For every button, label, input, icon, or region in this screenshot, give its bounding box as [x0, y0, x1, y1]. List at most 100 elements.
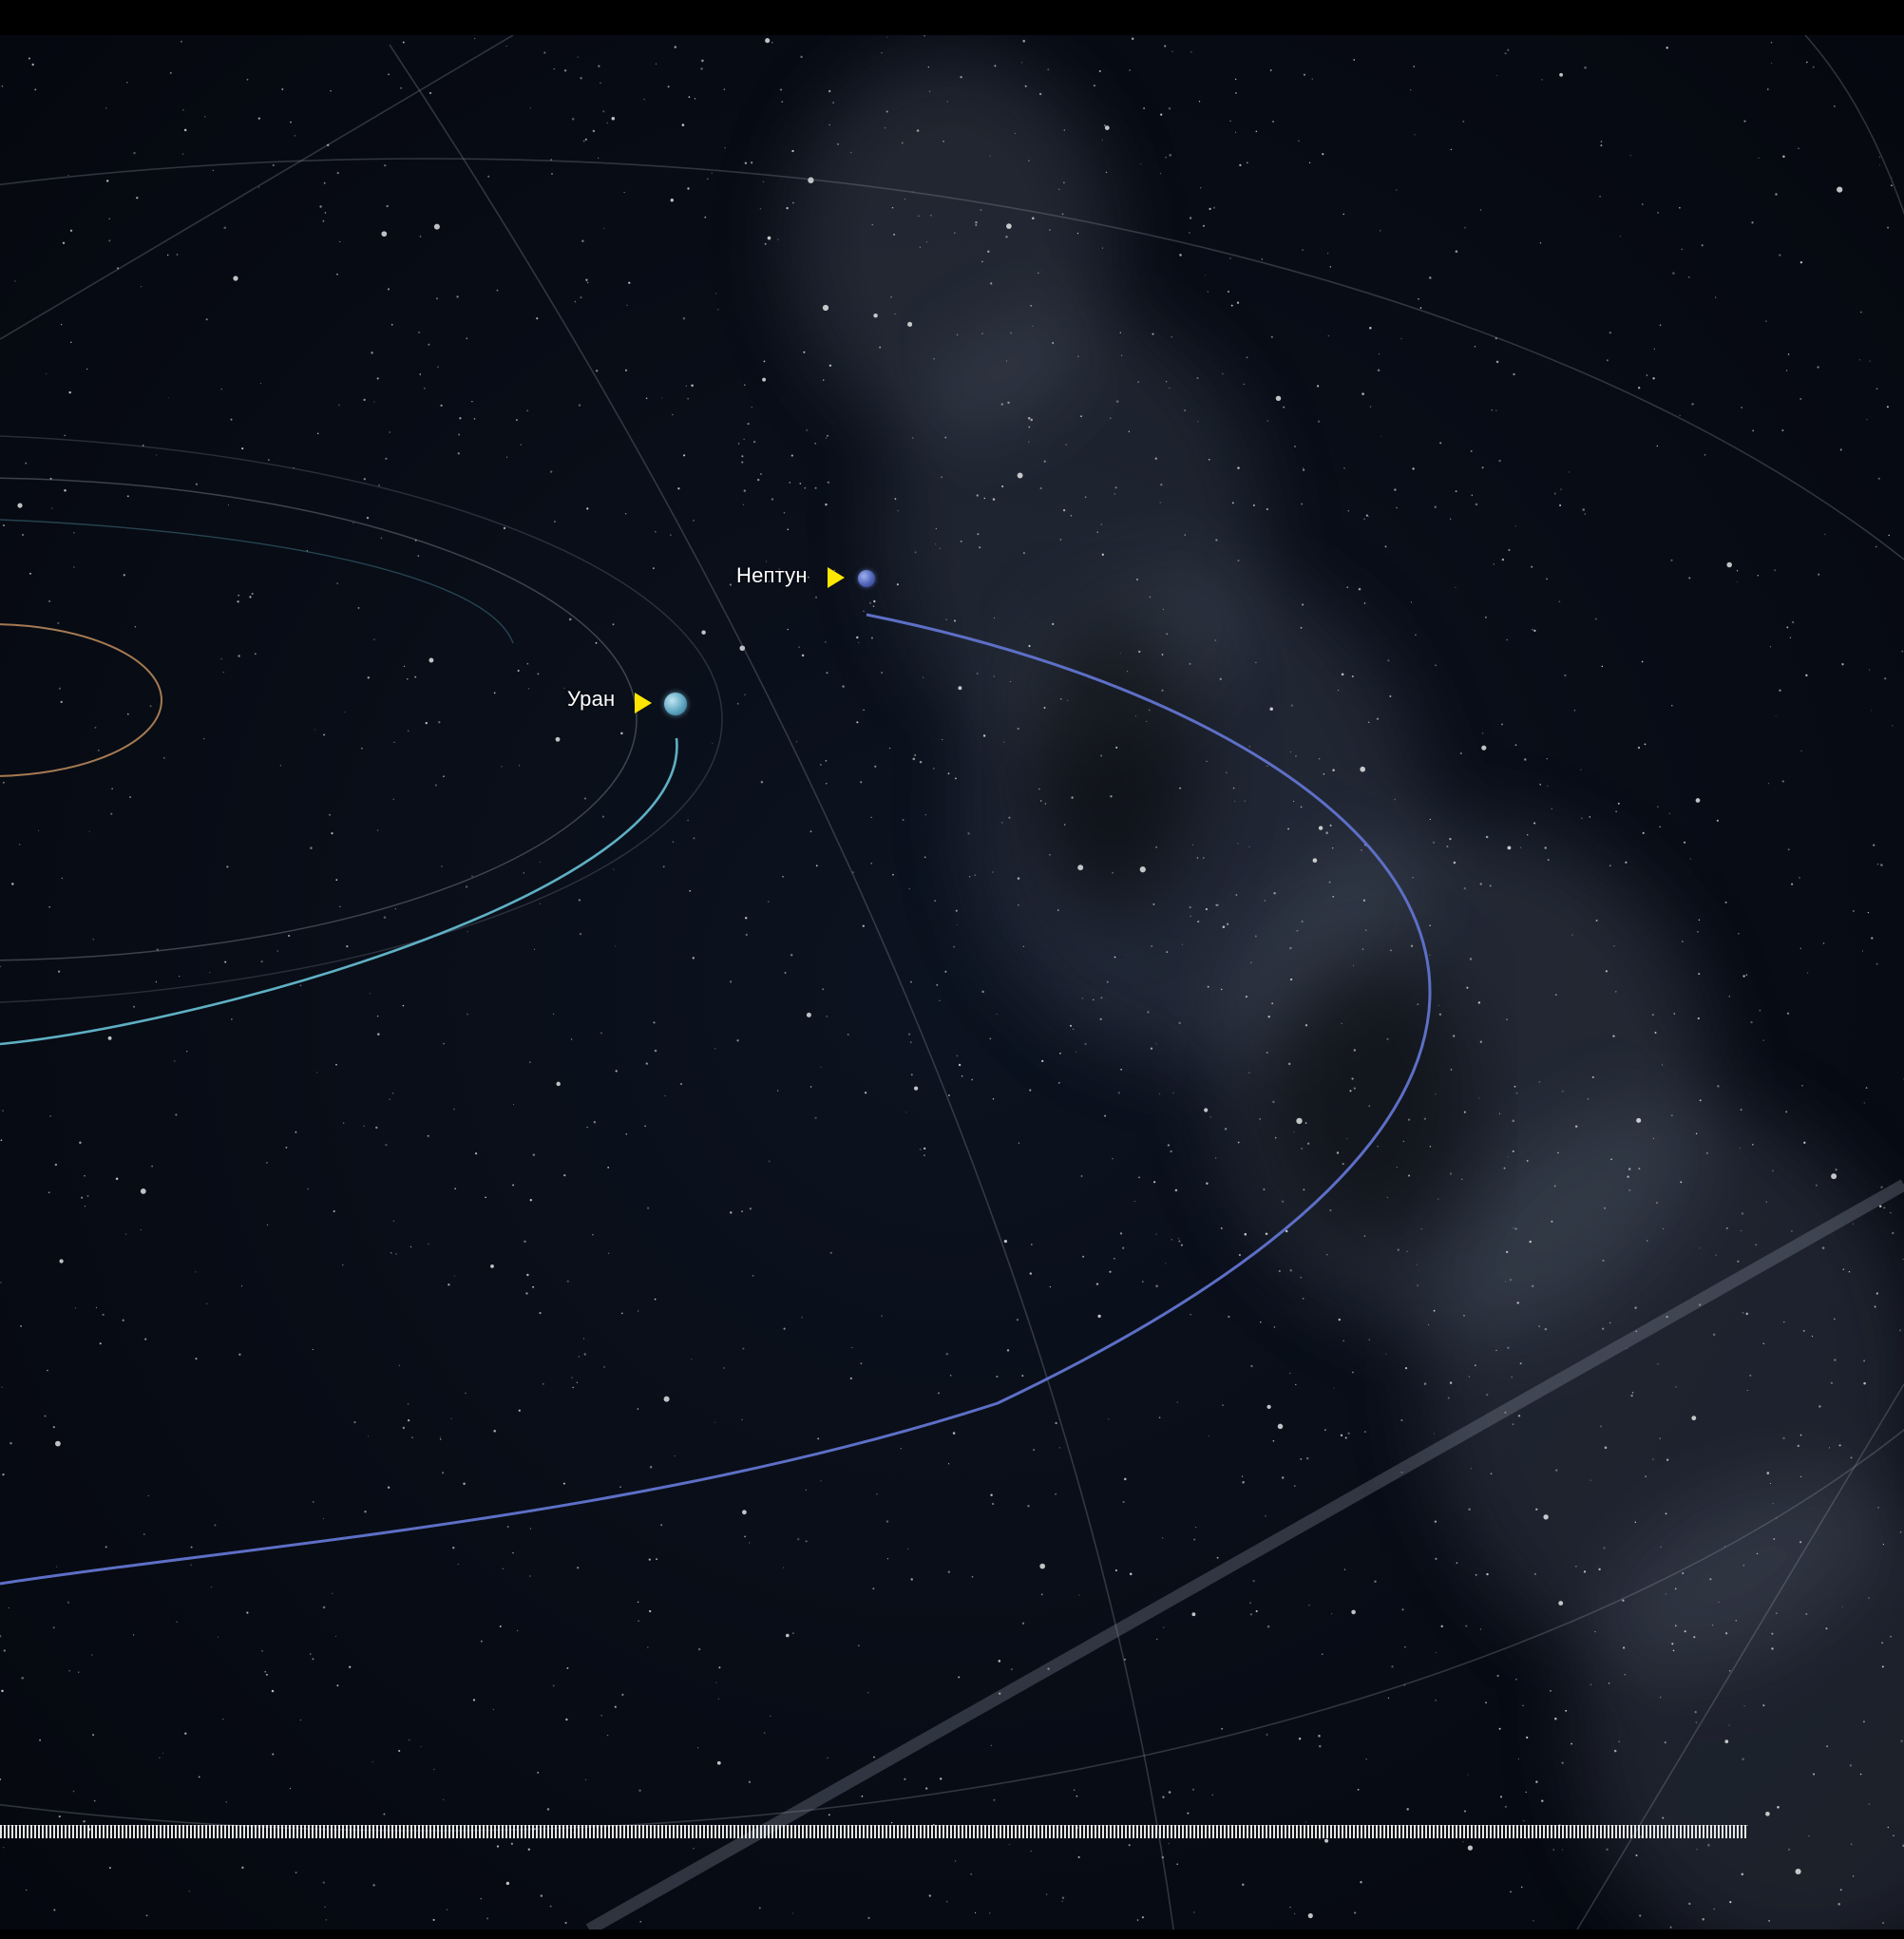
star — [1161, 1855, 1164, 1859]
star — [473, 418, 476, 420]
star — [1189, 662, 1191, 665]
star — [310, 846, 313, 849]
star — [1162, 608, 1165, 611]
planet-uranus[interactable] — [664, 693, 687, 715]
star — [888, 747, 891, 750]
star — [956, 1055, 959, 1056]
star — [1277, 1423, 1284, 1430]
star — [209, 972, 211, 974]
star — [224, 960, 227, 963]
star — [1134, 714, 1137, 717]
star — [383, 916, 387, 919]
star — [1067, 699, 1069, 701]
star — [1526, 1159, 1529, 1162]
star — [179, 975, 181, 978]
planet-label-neptune[interactable]: Нептун — [736, 563, 808, 587]
star — [314, 729, 316, 731]
solar-system-viewport[interactable]: Уран Нептун — [0, 35, 1904, 1929]
star — [1742, 1758, 1744, 1760]
star — [1302, 1298, 1304, 1300]
star — [993, 1798, 996, 1801]
star — [162, 757, 165, 759]
star — [1881, 1665, 1884, 1668]
star — [1668, 812, 1671, 815]
star — [1805, 1613, 1808, 1615]
star — [1352, 964, 1355, 966]
star — [1207, 985, 1209, 988]
star — [958, 1063, 962, 1067]
star — [1357, 1788, 1360, 1791]
star — [1868, 1803, 1871, 1805]
star — [1875, 1292, 1878, 1295]
planet-neptune[interactable] — [858, 570, 875, 587]
star — [10, 1442, 12, 1445]
star — [106, 180, 109, 182]
star — [692, 957, 695, 960]
star — [944, 436, 947, 439]
star — [1214, 639, 1217, 641]
star — [1839, 1889, 1842, 1891]
star — [1821, 1246, 1825, 1249]
star — [220, 657, 222, 660]
star — [0, 965, 2, 968]
star — [376, 829, 379, 831]
star — [1467, 1774, 1469, 1776]
star — [1512, 1150, 1514, 1152]
star — [1122, 1500, 1125, 1504]
star — [1, 1386, 3, 1388]
star — [1609, 332, 1611, 334]
star — [1001, 485, 1004, 488]
star — [592, 1234, 594, 1236]
star — [1432, 841, 1436, 845]
star — [392, 1220, 395, 1223]
planet-marker-uranus-icon[interactable] — [635, 693, 652, 713]
star — [1030, 1850, 1032, 1853]
star — [341, 1264, 344, 1266]
star — [3, 1649, 6, 1652]
planet-label-uranus[interactable]: Уран — [567, 687, 616, 711]
star — [1498, 459, 1501, 463]
star — [1571, 934, 1573, 936]
star — [1682, 1571, 1685, 1575]
star — [1059, 539, 1062, 541]
star — [387, 1486, 390, 1489]
star — [1324, 1838, 1329, 1843]
star — [1189, 906, 1191, 909]
star — [175, 1113, 178, 1116]
star — [1892, 177, 1894, 179]
star — [1302, 249, 1304, 251]
star — [1347, 509, 1350, 512]
star — [367, 1435, 370, 1437]
star — [204, 116, 206, 118]
star — [606, 122, 608, 124]
star — [58, 1815, 61, 1818]
star — [293, 466, 295, 468]
star — [672, 841, 675, 843]
star — [790, 954, 793, 957]
star — [1489, 884, 1492, 887]
star — [1550, 1689, 1552, 1692]
star — [1766, 1472, 1770, 1474]
star — [1010, 1668, 1013, 1671]
star — [799, 483, 802, 485]
timeline-scrubber[interactable] — [0, 1825, 1748, 1838]
star — [1152, 903, 1155, 905]
star — [1222, 925, 1226, 928]
star — [1501, 723, 1503, 726]
star — [1725, 1226, 1728, 1229]
star — [407, 1402, 409, 1405]
star — [383, 163, 387, 167]
planet-marker-neptune-icon[interactable] — [828, 567, 845, 588]
star — [322, 1606, 326, 1609]
orbit-uranus-back — [0, 519, 514, 644]
star — [572, 1386, 574, 1389]
star — [1777, 1806, 1780, 1809]
star — [1047, 68, 1050, 71]
star — [237, 600, 239, 603]
star — [952, 1432, 956, 1435]
star — [948, 1094, 950, 1096]
star — [108, 239, 111, 242]
star — [612, 623, 615, 626]
star — [1308, 1605, 1310, 1606]
star — [268, 459, 270, 461]
